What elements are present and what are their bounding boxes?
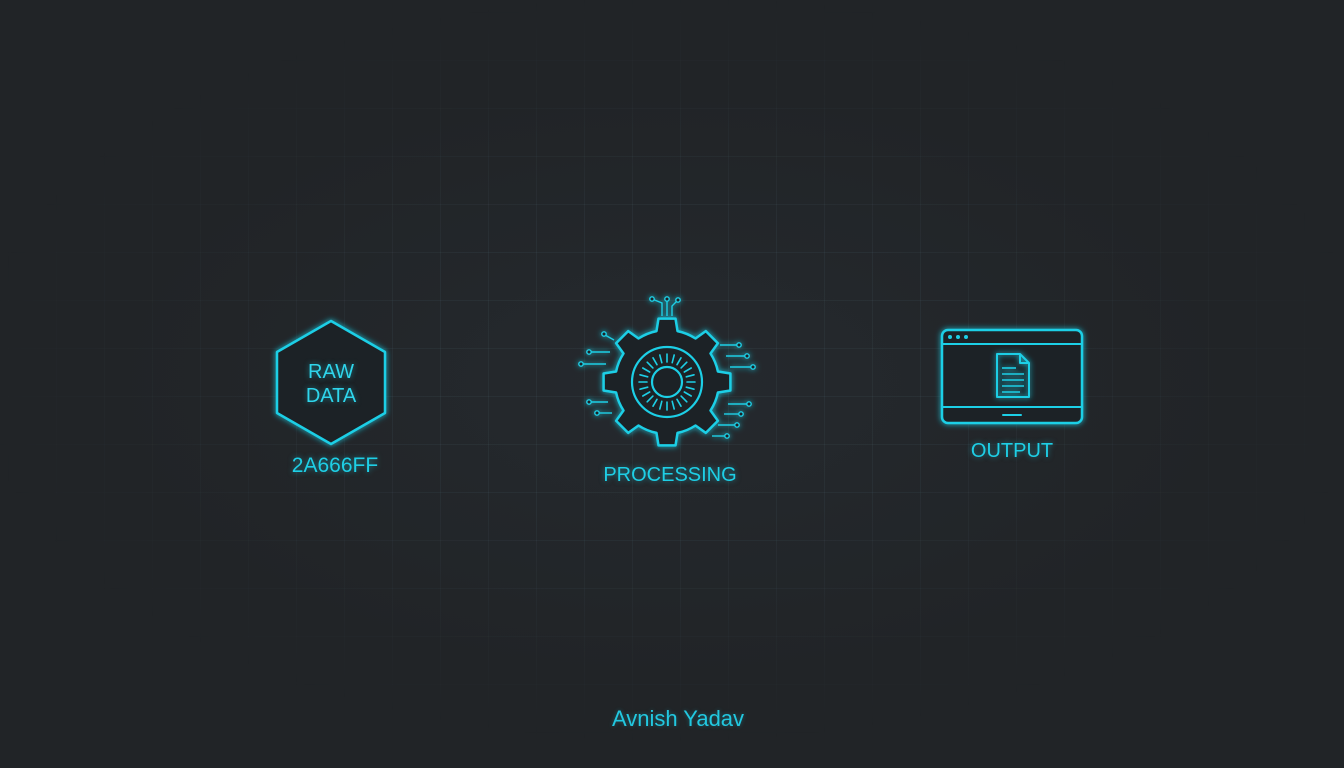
raw-data-label-line1: RAW: [308, 361, 354, 383]
raw-data-code: 2A666FF: [291, 454, 379, 477]
raw-data-label-line2: DATA: [305, 385, 357, 407]
processing-label: PROCESSING: [603, 464, 737, 486]
gear-icon: [578, 296, 756, 447]
author-credit: Avnish Yadav: [611, 706, 745, 731]
raw-data-label: RAW DATA: [306, 360, 356, 408]
circuit-lines: [578, 296, 756, 439]
document-icon: [996, 353, 1030, 398]
hexagon-icon: [275, 319, 387, 446]
output-label: OUTPUT: [970, 440, 1054, 462]
browser-window-icon: [940, 328, 1084, 425]
